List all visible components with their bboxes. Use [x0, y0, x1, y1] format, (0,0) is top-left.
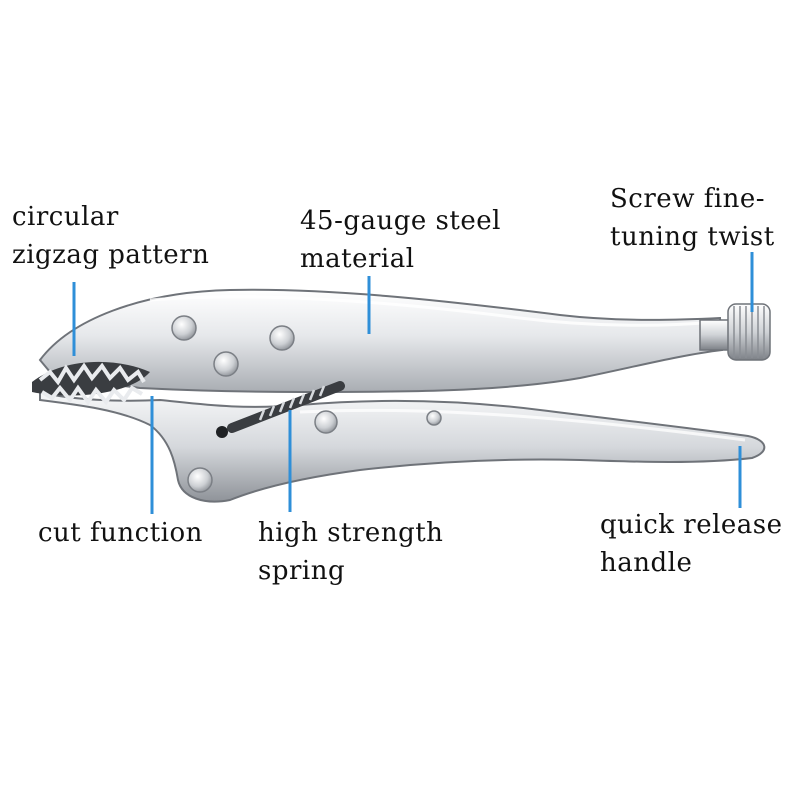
upper-jaw-and-handle: [38, 288, 724, 394]
callout-zigzag-line-1: circular: [12, 202, 119, 232]
leader-lines: [72, 252, 754, 514]
callout-cut-line-1: cut function: [38, 518, 203, 548]
callout-zigzag-pattern: circular zigzag pattern: [12, 198, 209, 274]
rivet: [213, 351, 239, 377]
rivet: [426, 410, 442, 426]
callout-spring-line-1: high strength: [258, 518, 444, 548]
rivets: [171, 315, 442, 493]
callout-cut-function: cut function: [38, 514, 203, 552]
rivet: [269, 325, 295, 351]
high-strength-spring: [216, 381, 345, 438]
rivet: [171, 315, 197, 341]
callout-spring-line-2: spring: [258, 556, 346, 586]
callout-screw-line-1: Screw fine-: [610, 184, 766, 214]
callout-zigzag-line-2: zigzag pattern: [12, 240, 210, 270]
callout-screw-tuning: Screw fine- tuning twist: [610, 180, 775, 256]
callout-quick-release: quick release handle: [600, 506, 783, 582]
callout-release-line-2: handle: [600, 548, 693, 578]
callout-release-line-1: quick release: [600, 510, 783, 540]
callout-spring: high strength spring: [258, 514, 443, 590]
callout-screw-line-2: tuning twist: [610, 222, 775, 252]
callout-steel-line-2: material: [300, 244, 415, 274]
callout-steel-line-1: 45-gauge steel: [300, 206, 501, 236]
callout-steel-material: 45-gauge steel material: [300, 202, 501, 278]
rivet: [314, 410, 338, 434]
zigzag-jaw-teeth: [32, 361, 150, 406]
rivet: [187, 467, 213, 493]
fine-tuning-screw: [699, 303, 771, 361]
lower-jaw-and-handle: [39, 390, 766, 503]
